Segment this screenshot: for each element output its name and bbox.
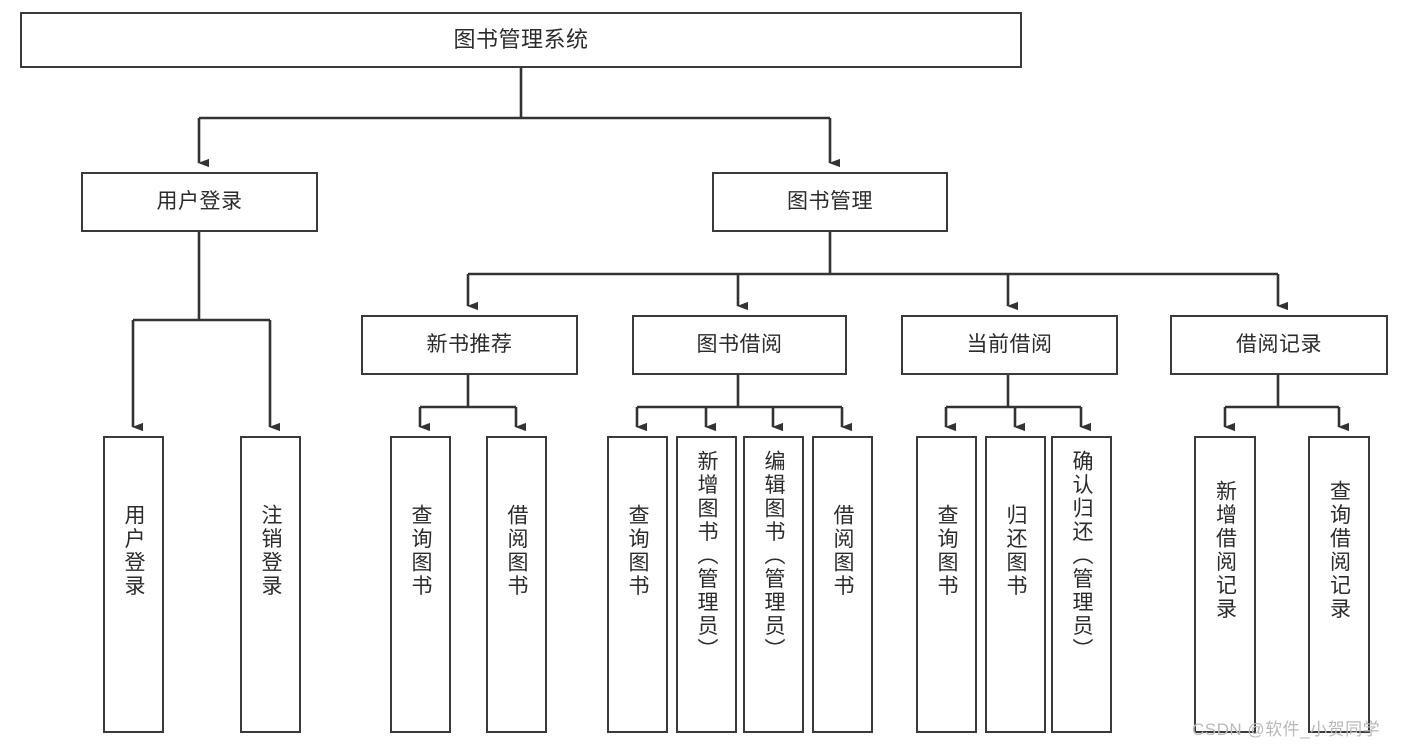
node-label: 查询借阅记录 [1327, 480, 1351, 621]
node-label: 用户登录 [122, 504, 145, 598]
leaf-borrow-borrow-book[interactable]: 借阅图书 [812, 436, 873, 733]
node-book-management[interactable]: 图书管理 [712, 172, 948, 232]
leaf-recommend-query-book[interactable]: 查询图书 [390, 436, 451, 733]
node-new-book-recommend[interactable]: 新书推荐 [361, 315, 578, 375]
node-label: 借阅图书 [831, 504, 854, 598]
leaf-borrow-query-book[interactable]: 查询图书 [607, 436, 668, 733]
leaf-user-login-logout[interactable]: 注销登录 [240, 436, 301, 733]
node-label: 借阅图书 [505, 504, 528, 598]
leaf-current-confirm-return[interactable]: 确认归还（管理员） [1051, 436, 1112, 733]
leaf-current-query-book[interactable]: 查询图书 [916, 436, 977, 733]
node-book-borrow[interactable]: 图书借阅 [632, 315, 847, 375]
node-label: 图书借阅 [696, 333, 783, 357]
node-label: 新增图书（管理员） [695, 450, 718, 662]
node-borrow-record[interactable]: 借阅记录 [1170, 315, 1388, 375]
node-label: 新增借阅记录 [1213, 480, 1237, 621]
leaf-record-query-record[interactable]: 查询借阅记录 [1308, 436, 1370, 733]
node-user-login[interactable]: 用户登录 [81, 172, 318, 232]
node-current-borrow[interactable]: 当前借阅 [901, 315, 1118, 375]
node-label: 确认归还（管理员） [1070, 450, 1093, 662]
node-label: 注销登录 [259, 504, 282, 598]
leaf-user-login-login[interactable]: 用户登录 [103, 436, 164, 733]
node-label: 查询图书 [409, 504, 432, 598]
node-label: 编辑图书（管理员） [762, 450, 785, 662]
node-label: 图书管理 [787, 190, 873, 214]
leaf-current-return-book[interactable]: 归还图书 [985, 436, 1046, 733]
leaf-borrow-add-book[interactable]: 新增图书（管理员） [676, 436, 737, 733]
csdn-watermark: CSDN @软件_小贺同学 [1192, 720, 1381, 739]
node-label: 图书管理系统 [453, 26, 589, 52]
leaf-recommend-borrow-book[interactable]: 借阅图书 [486, 436, 547, 733]
node-root-system[interactable]: 图书管理系统 [20, 12, 1022, 68]
leaf-borrow-edit-book[interactable]: 编辑图书（管理员） [743, 436, 804, 733]
node-label: 新书推荐 [426, 333, 513, 357]
node-label: 查询图书 [626, 504, 649, 598]
leaf-record-add-record[interactable]: 新增借阅记录 [1194, 436, 1256, 733]
node-label: 当前借阅 [966, 333, 1053, 357]
node-label: 用户登录 [156, 190, 243, 214]
node-label: 归还图书 [1004, 504, 1027, 598]
node-label: 借阅记录 [1236, 333, 1322, 357]
node-label: 查询图书 [935, 504, 958, 598]
